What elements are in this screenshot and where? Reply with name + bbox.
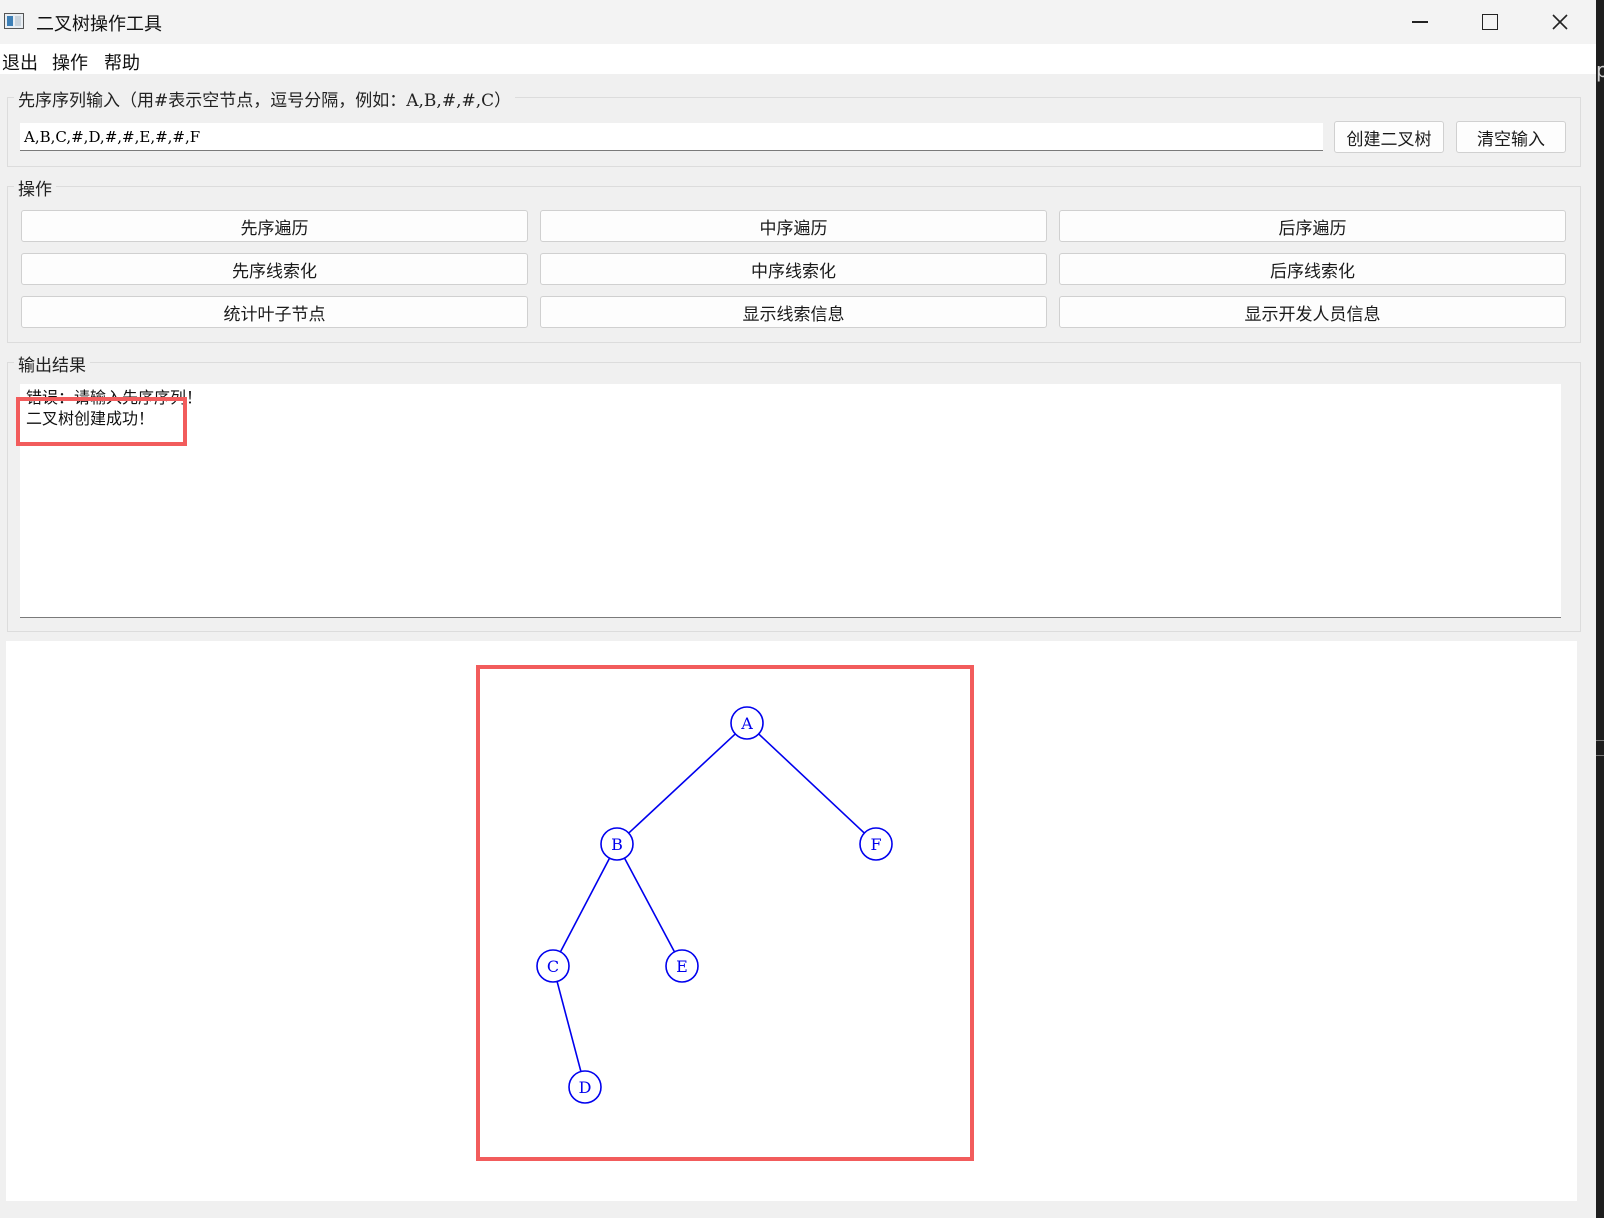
count-leaves-button[interactable]: 统计叶子节点 xyxy=(21,296,528,328)
title-bar: 二叉树操作工具 xyxy=(0,0,1596,44)
tree-highlight-box xyxy=(476,665,974,1161)
clear-input-button[interactable]: 清空输入 xyxy=(1456,121,1566,153)
preorder-input[interactable]: A,B,C,#,D,#,#,E,#,#,F xyxy=(20,123,1323,151)
tree-node-label: A xyxy=(740,714,753,733)
menu-help[interactable]: 帮助 xyxy=(104,53,140,74)
tree-edge-A-B xyxy=(628,733,736,834)
input-group xyxy=(7,97,1581,167)
postorder-traversal-button[interactable]: 后序遍历 xyxy=(1059,210,1566,242)
output-highlight-box xyxy=(16,397,187,446)
output-group-title: 输出结果 xyxy=(14,351,90,376)
inorder-traversal-button[interactable]: 中序遍历 xyxy=(540,210,1047,242)
tree-node-label: B xyxy=(611,835,623,854)
tree-node-label: E xyxy=(676,957,688,976)
tree-canvas xyxy=(6,641,1577,1201)
output-group xyxy=(7,362,1581,632)
tree-node-F: F xyxy=(859,827,893,861)
close-button[interactable] xyxy=(1525,0,1595,44)
menu-bar: 退出 操作 帮助 xyxy=(0,44,1596,74)
tree-edge-A-F xyxy=(758,733,865,834)
menu-operations[interactable]: 操作 xyxy=(52,53,88,74)
right-edge-strip: p xyxy=(1596,0,1604,1218)
tree-node-label: C xyxy=(547,957,559,976)
app-icon xyxy=(4,13,24,29)
window-title: 二叉树操作工具 xyxy=(36,14,162,35)
show-thread-info-button[interactable]: 显示线索信息 xyxy=(540,296,1047,328)
tree-node-label: F xyxy=(870,835,881,854)
output-text-area[interactable]: 错误：请输入先序序列！ 二叉树创建成功！ xyxy=(20,384,1561,618)
output-line: 二叉树创建成功！ xyxy=(26,409,155,428)
tree-node-B: B xyxy=(600,827,634,861)
postorder-threading-button[interactable]: 后序线索化 xyxy=(1059,253,1566,285)
tree-node-label: D xyxy=(579,1078,592,1097)
operations-group-title: 操作 xyxy=(14,175,56,200)
inorder-threading-button[interactable]: 中序线索化 xyxy=(540,253,1047,285)
tree-edge-B-E xyxy=(623,857,676,953)
minimize-icon xyxy=(1412,21,1428,23)
create-tree-button[interactable]: 创建二叉树 xyxy=(1334,121,1444,153)
tree-edge-B-C xyxy=(559,857,611,953)
tree-node-C: C xyxy=(536,949,570,983)
close-icon xyxy=(1552,14,1568,30)
maximize-button[interactable] xyxy=(1455,0,1525,44)
operations-group xyxy=(7,186,1581,343)
maximize-icon xyxy=(1482,14,1498,30)
show-developer-info-button[interactable]: 显示开发人员信息 xyxy=(1059,296,1566,328)
tree-edge-C-D xyxy=(556,981,582,1072)
preorder-traversal-button[interactable]: 先序遍历 xyxy=(21,210,528,242)
menu-exit[interactable]: 退出 xyxy=(2,53,38,74)
minimize-button[interactable] xyxy=(1385,0,1455,44)
preorder-threading-button[interactable]: 先序线索化 xyxy=(21,253,528,285)
tree-node-A: A xyxy=(730,706,764,740)
tree-node-D: D xyxy=(568,1070,602,1104)
tree-node-E: E xyxy=(665,949,699,983)
input-group-title: 先序序列输入（用#表示空节点，逗号分隔，例如：A,B,#,#,C） xyxy=(14,86,516,111)
